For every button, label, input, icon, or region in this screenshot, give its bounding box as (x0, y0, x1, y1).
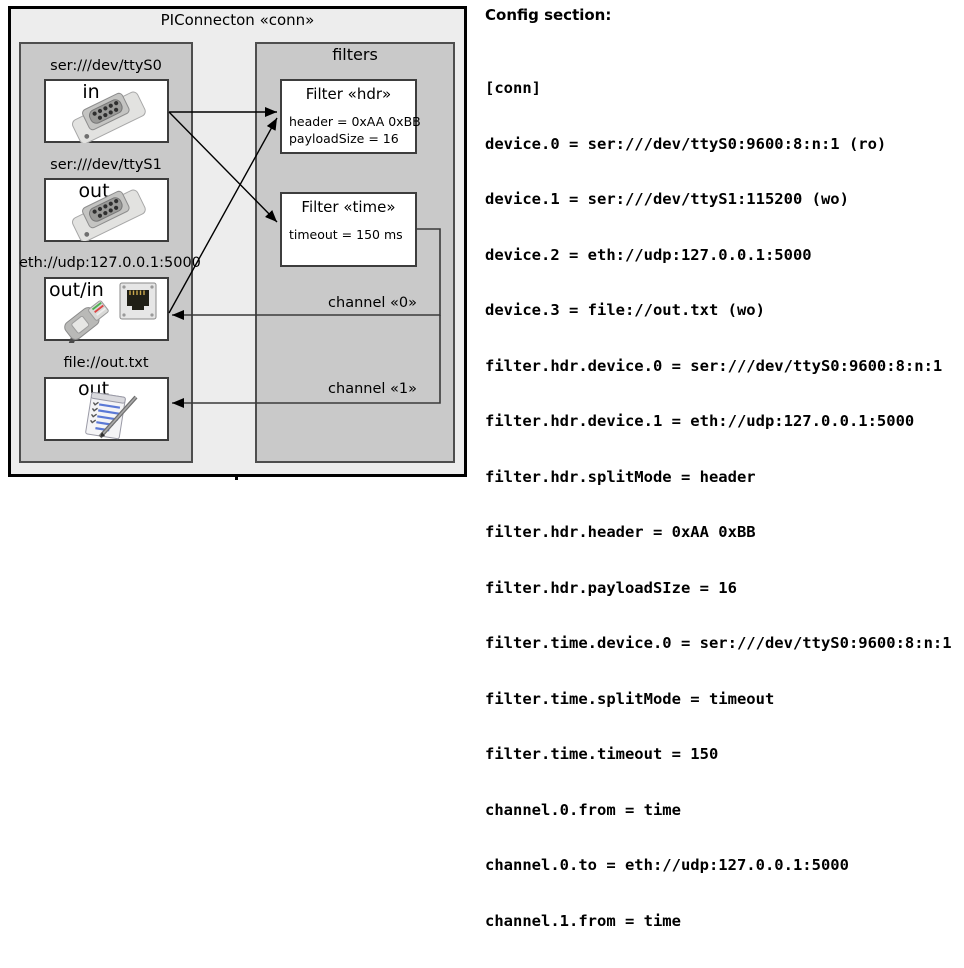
filter-box-time: Filter «time» timeout = 150 ms (280, 192, 417, 267)
ethernet-cable-icon (64, 300, 109, 343)
ethernet-jack-icon (119, 282, 157, 320)
filters-panel-title: filters (332, 45, 378, 64)
device-direction-label: in (82, 81, 100, 103)
config-line: device.0 = ser:///dev/ttyS0:9600:8:n:1 (… (485, 134, 887, 153)
device-box-file: out (44, 377, 169, 441)
config-line: filter.time.splitMode = timeout (485, 689, 775, 708)
device-box-ttyS0: in (44, 79, 169, 143)
filter-property: payloadSize = 16 (289, 130, 399, 146)
filter-property: header = 0xAA 0xBB (289, 114, 421, 129)
config-section-heading: Config section: (485, 6, 612, 24)
device-uri-label: ser:///dev/ttyS0 (50, 58, 162, 74)
config-line: filter.hdr.header = 0xAA 0xBB (485, 523, 756, 541)
config-line: filter.hdr.device.0 = ser:///dev/ttyS0:9… (485, 356, 943, 375)
device-box-eth: out/in (44, 277, 169, 343)
bottom-tick (235, 475, 238, 480)
device-direction-label: out (78, 180, 110, 202)
config-line: channel.1.from = time (485, 911, 681, 930)
filter-property: timeout = 150 ms (289, 227, 403, 242)
device-direction-label: out/in (49, 279, 104, 301)
device-uri-label: file://out.txt (63, 355, 149, 371)
device-box-ttyS1: out (44, 178, 169, 242)
serial-connector-icon (72, 189, 146, 241)
diagram-title: PIConnecton «conn» (160, 11, 315, 29)
device-uri-label: ser:///dev/ttyS1 (50, 157, 162, 173)
device-uri-label: eth://udp:127.0.0.1:5000 (19, 255, 201, 271)
config-line: channel.0.from = time (485, 800, 681, 819)
config-line: filter.time.device.0 = ser:///dev/ttyS0:… (485, 634, 952, 652)
notepad-icon (85, 391, 138, 440)
config-line: filter.hdr.payloadSIze = 16 (485, 578, 737, 597)
config-line: filter.hdr.device.1 = eth://udp:127.0.0.… (485, 412, 915, 430)
config-line: filter.hdr.splitMode = header (485, 467, 756, 486)
filter-title: Filter «time» (301, 198, 396, 216)
config-text-block: [conn] device.0 = ser:///dev/ttyS0:9600:… (485, 42, 963, 968)
config-line: device.3 = file://out.txt (wo) (485, 301, 765, 319)
channel-1-label: channel «1» (328, 381, 417, 397)
config-line: device.1 = ser:///dev/ttyS1:115200 (wo) (485, 190, 849, 208)
filter-box-hdr: Filter «hdr» header = 0xAA 0xBB payloadS… (280, 79, 421, 154)
channel-0-label: channel «0» (328, 295, 417, 311)
config-line: filter.time.timeout = 150 (485, 745, 719, 763)
config-line: channel.0.to = eth://udp:127.0.0.1:5000 (485, 856, 849, 874)
config-line: channel.1.to = file://out.txt (485, 967, 963, 968)
filter-title: Filter «hdr» (305, 85, 392, 103)
config-line: device.2 = eth://udp:127.0.0.1:5000 (485, 245, 812, 264)
serial-connector-icon (72, 91, 146, 143)
config-line: [conn] (485, 79, 541, 97)
